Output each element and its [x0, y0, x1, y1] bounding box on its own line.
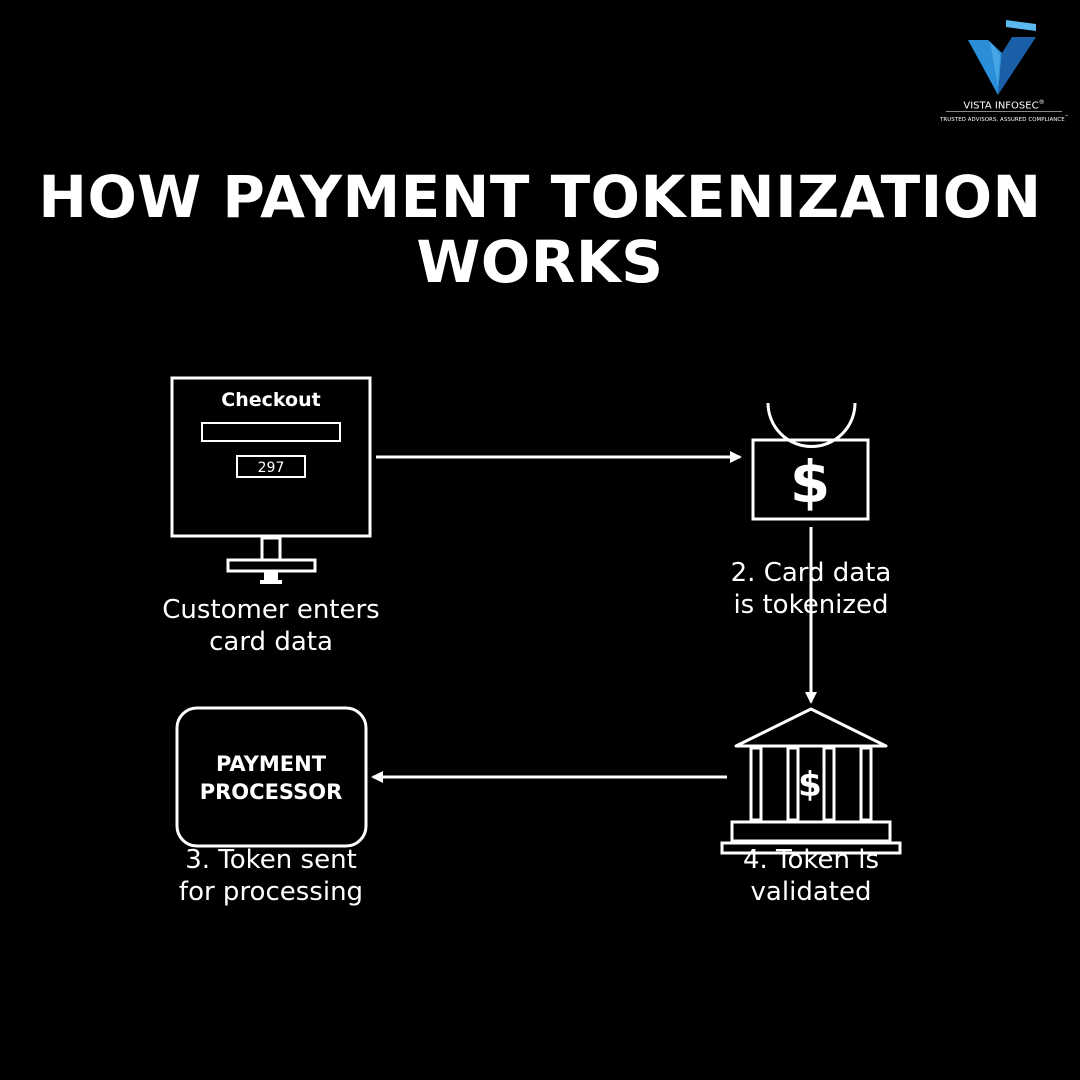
processor-label-line-1: PAYMENT: [216, 752, 327, 776]
card-number-field: [201, 422, 341, 442]
logo-tagline: TRUSTED ADVISORS, ASSURED COMPLIANCE™: [940, 114, 1069, 123]
step-2-caption: 2. Card data is tokenized: [730, 558, 892, 620]
processor-label-line-2: PROCESSOR: [200, 780, 343, 804]
token-dollar-symbol: $: [790, 448, 830, 516]
payment-processor-box: [175, 706, 368, 848]
step-3-caption: 3. Token sent for processing: [178, 845, 364, 907]
cvv-field: [236, 455, 306, 478]
money-bag-icon: [751, 402, 870, 521]
bank-dollar-symbol: $: [798, 765, 822, 805]
logo-divider: [946, 111, 1062, 112]
bank-icon: [720, 707, 902, 855]
page-title-line-1: HOW PAYMENT TOKENIZATION: [38, 163, 1042, 231]
cvv-value: 297: [258, 460, 285, 476]
brand-logo: VISTA INFOSEC® TRUSTED ADVISORS, ASSURED…: [940, 15, 1069, 125]
computer-monitor-icon: [170, 376, 372, 584]
step-1-caption: Customer enters card data: [162, 595, 380, 657]
logo-brand-name: VISTA INFOSEC®: [963, 99, 1045, 112]
vista-v-logo-icon: [968, 20, 1036, 95]
checkout-screen-title: Checkout: [221, 389, 320, 411]
step-4-caption: 4. Token is validated: [742, 845, 880, 907]
page-title-line-2: WORKS: [416, 228, 664, 296]
